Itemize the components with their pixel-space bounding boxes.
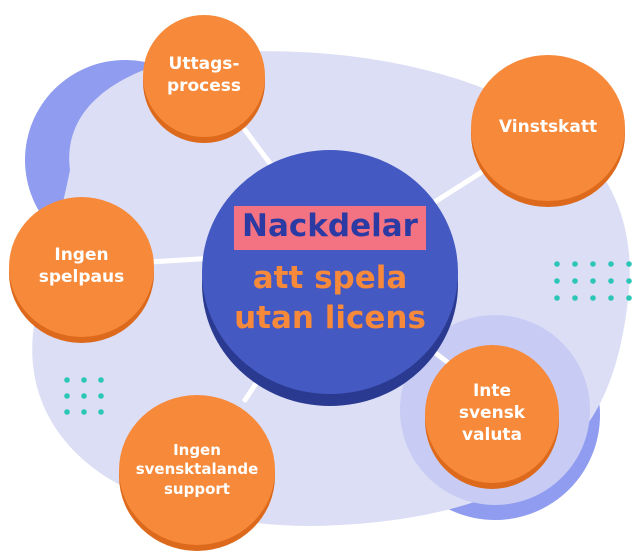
node-label-uttagsprocess: Uttags- process — [166, 54, 242, 96]
node-uttagsprocess: Uttags- process — [143, 15, 265, 137]
node-ingen-spelpaus: Ingen spelpaus — [9, 197, 154, 337]
node-label-ingen-spelpaus: Ingen spelpaus — [38, 245, 125, 287]
node-label-inte-svensk-valuta: Inte svensk valuta — [458, 381, 526, 445]
node-label-ingen-svensktalande-support: Ingen svensktalande support — [135, 441, 259, 498]
node-label-vinstskatt: Vinstskatt — [498, 117, 598, 138]
connector-vinstskatt — [427, 167, 488, 208]
center-node: Nackdelar att spela utan licens — [202, 150, 458, 394]
dot-grid-left — [64, 377, 104, 415]
node-ingen-svensktalande-support: Ingen svensktalande support — [119, 395, 275, 545]
center-title-highlight: Nackdelar — [234, 205, 426, 250]
dot-grid-right — [554, 261, 632, 301]
center-subtitle: att spela utan licens — [234, 259, 426, 336]
node-vinstskatt: Vinstskatt — [471, 55, 625, 201]
node-inte-svensk-valuta: Inte svensk valuta — [425, 345, 559, 483]
